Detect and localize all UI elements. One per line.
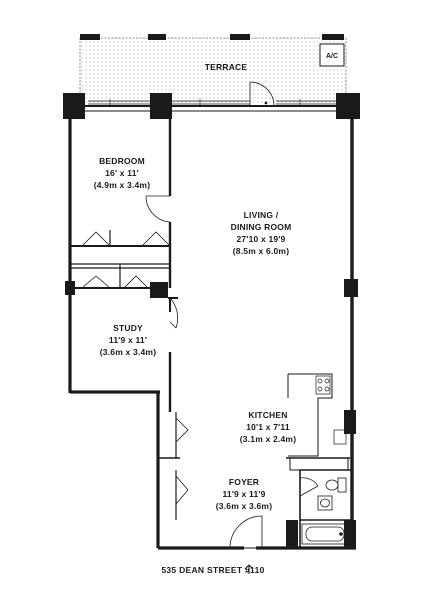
closet-doors [175,417,189,505]
door-swing-icon [299,477,319,497]
entry-arrow-icon [244,564,254,574]
bathtub-icon [301,523,349,545]
door-swing-icon [249,81,275,107]
door-swing-icon [169,297,179,329]
column-icon [80,34,100,40]
kitchen-name: KITCHEN [248,410,287,420]
closet-doors [81,231,171,289]
bedroom-name: BEDROOM [99,156,145,166]
column-icon [286,520,298,548]
door-swing-icon [229,515,263,549]
label-living: LIVING / DINING ROOM 27'10 x 19'9 (8.5m … [231,210,292,256]
column-icon [344,520,356,548]
terrace-label: TERRACE [205,62,248,72]
study-name: STUDY [113,323,143,333]
column-icon [336,93,360,119]
column-icon [344,279,358,297]
column-icon [230,34,250,40]
living-name-line1: LIVING / [244,210,279,220]
terrace-area [79,34,347,106]
stove-icon [315,375,331,395]
bedroom-dim-imperial: 16' x 11' [105,168,139,178]
foyer-dim-metric: (3.6m x 3.6m) [216,501,272,511]
living-name-line2: DINING ROOM [231,222,292,232]
study-dim-metric: (3.6m x 3.4m) [100,347,156,357]
label-study: STUDY 11'9 x 11' (3.6m x 3.4m) [100,323,156,357]
kitchen-dim-imperial: 10'1 x 7'11 [246,422,290,432]
column-icon [150,282,168,298]
column-icon [150,93,172,119]
kitchen-dim-metric: (3.1m x 2.4m) [240,434,296,444]
living-dim-imperial: 27'10 x 19'9 [237,234,286,244]
bathroom [299,469,352,548]
bedroom-dim-metric: (4.9m x 3.4m) [94,180,150,190]
label-kitchen: KITCHEN 10'1 x 7'11 (3.1m x 2.4m) [240,410,296,444]
sink-icon [333,429,347,445]
label-foyer: FOYER 11'9 x 11'9 (3.6m x 3.6m) [216,477,272,511]
label-bedroom: BEDROOM 16' x 11' (4.9m x 3.4m) [94,156,150,190]
address-label: 535 DEAN STREET #110 [161,565,264,575]
study-dim-imperial: 11'9 x 11' [109,335,147,345]
column-icon [344,410,356,434]
living-dim-metric: (8.5m x 6.0m) [233,246,289,256]
column-icon [63,93,85,119]
toilet-icon [325,477,347,493]
ac-label: A/C [326,53,338,60]
foyer-name: FOYER [229,477,259,487]
column-icon [322,34,344,40]
column-icon [148,34,166,40]
window-icon [88,99,340,106]
interior-floor [68,106,355,548]
sink-icon [317,495,333,511]
foyer-dim-imperial: 11'9 x 11'9 [222,489,265,499]
door-swing-icon [145,195,171,223]
